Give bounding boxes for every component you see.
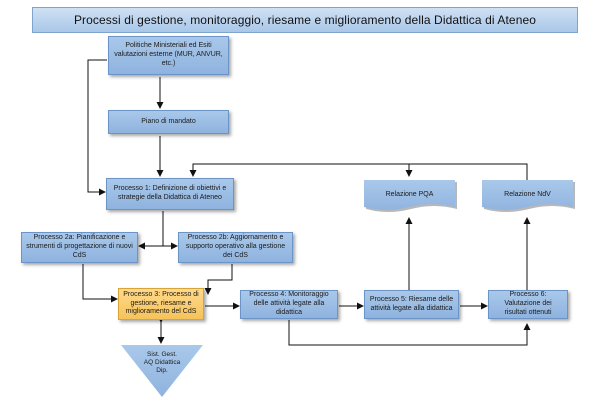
box-processo-4: Processo 4: Monitoraggio delle attività …: [240, 290, 338, 319]
arrow-politiche-to-processo1: [87, 59, 107, 196]
arrow-processo2a-to-processo3: [82, 264, 118, 303]
box-piano-di-mandato: Piano di mandato: [108, 110, 229, 134]
box-processo-6: Processo 6: Valutazione dei risultati ot…: [488, 290, 568, 319]
box-processo-2a: Processo 2a: Pianificazione e strumenti …: [21, 232, 138, 263]
box-processo-1: Processo 1: Definizione di obiettivi e s…: [106, 178, 234, 210]
box-processo-2b: Processo 2b: Aggiornamento e supporto op…: [178, 232, 293, 263]
arrow-processo2b-to-processo3: [204, 264, 233, 295]
arrow-feedback-to-processo1: [189, 163, 409, 177]
arrow-processo4-to-processo6: [288, 320, 531, 346]
diagram-title: Processi di gestione, monitoraggio, ries…: [32, 7, 578, 33]
box-processo-3: Processo 3: Processo di gestione, riesam…: [118, 288, 204, 320]
box-processo-5: Processo 5: Riesame delle attività legat…: [364, 290, 459, 319]
box-politiche-ministeriali: Politiche Ministeriali ed Esiti valutazi…: [108, 36, 229, 75]
arrow-feedback-loop: [409, 163, 528, 182]
